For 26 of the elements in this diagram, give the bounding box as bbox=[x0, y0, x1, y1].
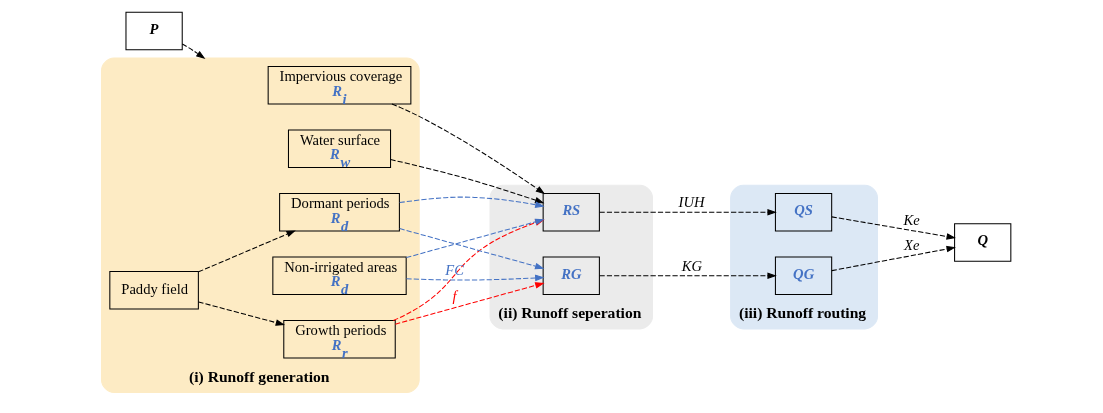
arrow bbox=[598, 208, 777, 216]
edge-label: IUH bbox=[678, 194, 704, 211]
arrow bbox=[398, 196, 545, 208]
arrow bbox=[830, 216, 956, 240]
arrow bbox=[830, 245, 956, 272]
node-box: RS bbox=[542, 192, 600, 232]
node-box: Paddy field bbox=[108, 271, 199, 310]
arrow bbox=[197, 301, 285, 326]
arrow bbox=[405, 274, 544, 282]
edge-label: KG bbox=[681, 257, 702, 274]
arrow bbox=[398, 228, 544, 270]
node-box: QS bbox=[774, 192, 832, 232]
node-box: Q bbox=[953, 223, 1011, 262]
edge-label: f bbox=[452, 287, 457, 304]
node-box: RG bbox=[542, 256, 600, 296]
node-box: QG bbox=[774, 256, 832, 296]
arrow bbox=[394, 282, 545, 325]
arrow bbox=[197, 230, 296, 273]
node-box: P bbox=[124, 11, 183, 51]
arrow bbox=[389, 159, 544, 204]
arrow bbox=[598, 272, 777, 280]
arrow bbox=[390, 103, 545, 195]
edge-label: Xe bbox=[903, 236, 919, 253]
edge-label: Ke bbox=[903, 211, 920, 228]
edge-label: FC bbox=[444, 261, 464, 278]
arrow bbox=[181, 43, 205, 59]
